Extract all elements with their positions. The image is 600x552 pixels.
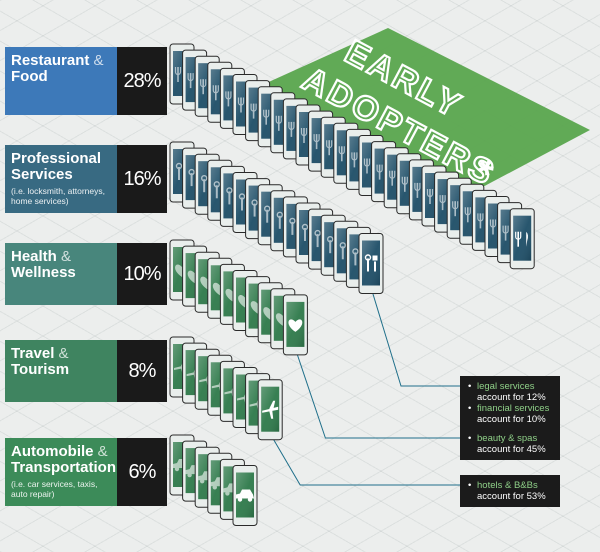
callout-line: • legal services bbox=[468, 381, 552, 392]
callout-bullet: • bbox=[468, 403, 472, 414]
callout-bullet bbox=[468, 444, 477, 455]
value-label: 10% bbox=[117, 243, 167, 305]
callout-text: account for 10% bbox=[477, 414, 546, 425]
callout-bullet: • bbox=[468, 433, 472, 444]
value-label: 8% bbox=[117, 340, 167, 402]
phone-mark bbox=[257, 379, 283, 441]
callout-bullet: • bbox=[468, 480, 472, 491]
callout-line: account for 10% bbox=[468, 414, 552, 425]
callout-connector bbox=[370, 287, 460, 387]
category-amp: & bbox=[61, 248, 72, 265]
callout-text: account for 53% bbox=[477, 491, 546, 502]
phone-stack-1 bbox=[169, 141, 384, 294]
wrench-icon bbox=[364, 254, 378, 272]
category-name: Health bbox=[11, 248, 57, 265]
callout-connector bbox=[269, 433, 460, 486]
phone-mark bbox=[282, 294, 308, 356]
callout-line: account for 12% bbox=[468, 392, 552, 403]
category-subtitle: (i.e. car services, taxis, auto repair) bbox=[11, 479, 98, 499]
callout-line: • beauty & spas bbox=[468, 433, 552, 444]
value-label: 16% bbox=[117, 145, 167, 213]
phone-stack-0 bbox=[169, 43, 535, 270]
category-amp: & bbox=[93, 52, 104, 69]
category-name2: Transportation bbox=[11, 459, 117, 476]
callout-bullet bbox=[468, 414, 477, 425]
phone-mark bbox=[509, 208, 535, 270]
callout-line: account for 45% bbox=[468, 444, 552, 455]
category-title: Restaurant & Food bbox=[11, 53, 111, 85]
category-name: Professional bbox=[11, 150, 102, 167]
category-title: Travel &Tourism bbox=[11, 346, 111, 378]
category-name2: Services bbox=[11, 166, 73, 183]
phone-mark bbox=[358, 233, 384, 294]
category-amp: & bbox=[58, 345, 69, 362]
callout-line: • financial services bbox=[468, 403, 552, 414]
category-name: Restaurant bbox=[11, 52, 90, 69]
category-name: Automobile bbox=[11, 443, 94, 460]
category-name2: Tourism bbox=[11, 361, 70, 378]
category-name2: Food bbox=[11, 68, 48, 85]
phone-stack-4 bbox=[169, 434, 258, 526]
phone-stack-3 bbox=[169, 336, 283, 441]
callout-text: financial services bbox=[477, 403, 550, 414]
callout-connector bbox=[294, 348, 460, 439]
value-label: 28% bbox=[117, 47, 167, 115]
airplane-icon bbox=[262, 400, 279, 419]
category-label-2: Health &Wellness bbox=[5, 243, 117, 305]
callout-text: beauty & spas bbox=[477, 433, 538, 444]
category-title: Automobile &Transportation bbox=[11, 443, 116, 476]
callout-text: account for 45% bbox=[477, 444, 546, 455]
phone-stack-2 bbox=[169, 239, 308, 356]
heart-icon bbox=[288, 319, 303, 332]
category-name: Travel bbox=[11, 345, 55, 362]
category-amp: & bbox=[97, 443, 108, 460]
callout-bullet bbox=[468, 392, 477, 403]
category-label-0: Restaurant & Food bbox=[5, 47, 117, 115]
callout-text: hotels & B&Bs bbox=[477, 480, 538, 491]
phone-mark bbox=[232, 465, 258, 526]
value-label: 6% bbox=[117, 438, 167, 506]
callout-bullet: • bbox=[468, 381, 472, 392]
callout-line: • hotels & B&Bs bbox=[468, 480, 552, 491]
callout-bullet bbox=[468, 491, 477, 502]
callout-line: account for 53% bbox=[468, 491, 552, 502]
category-label-3: Travel &Tourism bbox=[5, 340, 117, 402]
car-icon bbox=[236, 489, 254, 502]
callout-text: legal services bbox=[477, 381, 535, 392]
category-label-4: Automobile &Transportation (i.e. car serv… bbox=[5, 438, 117, 506]
category-title: Health &Wellness bbox=[11, 249, 111, 281]
callout-text: account for 12% bbox=[477, 392, 546, 403]
category-subtitle: (i.e. locksmith, attorneys, home service… bbox=[11, 186, 106, 206]
category-name2: Wellness bbox=[11, 264, 76, 281]
fork-knife-icon bbox=[515, 231, 528, 247]
